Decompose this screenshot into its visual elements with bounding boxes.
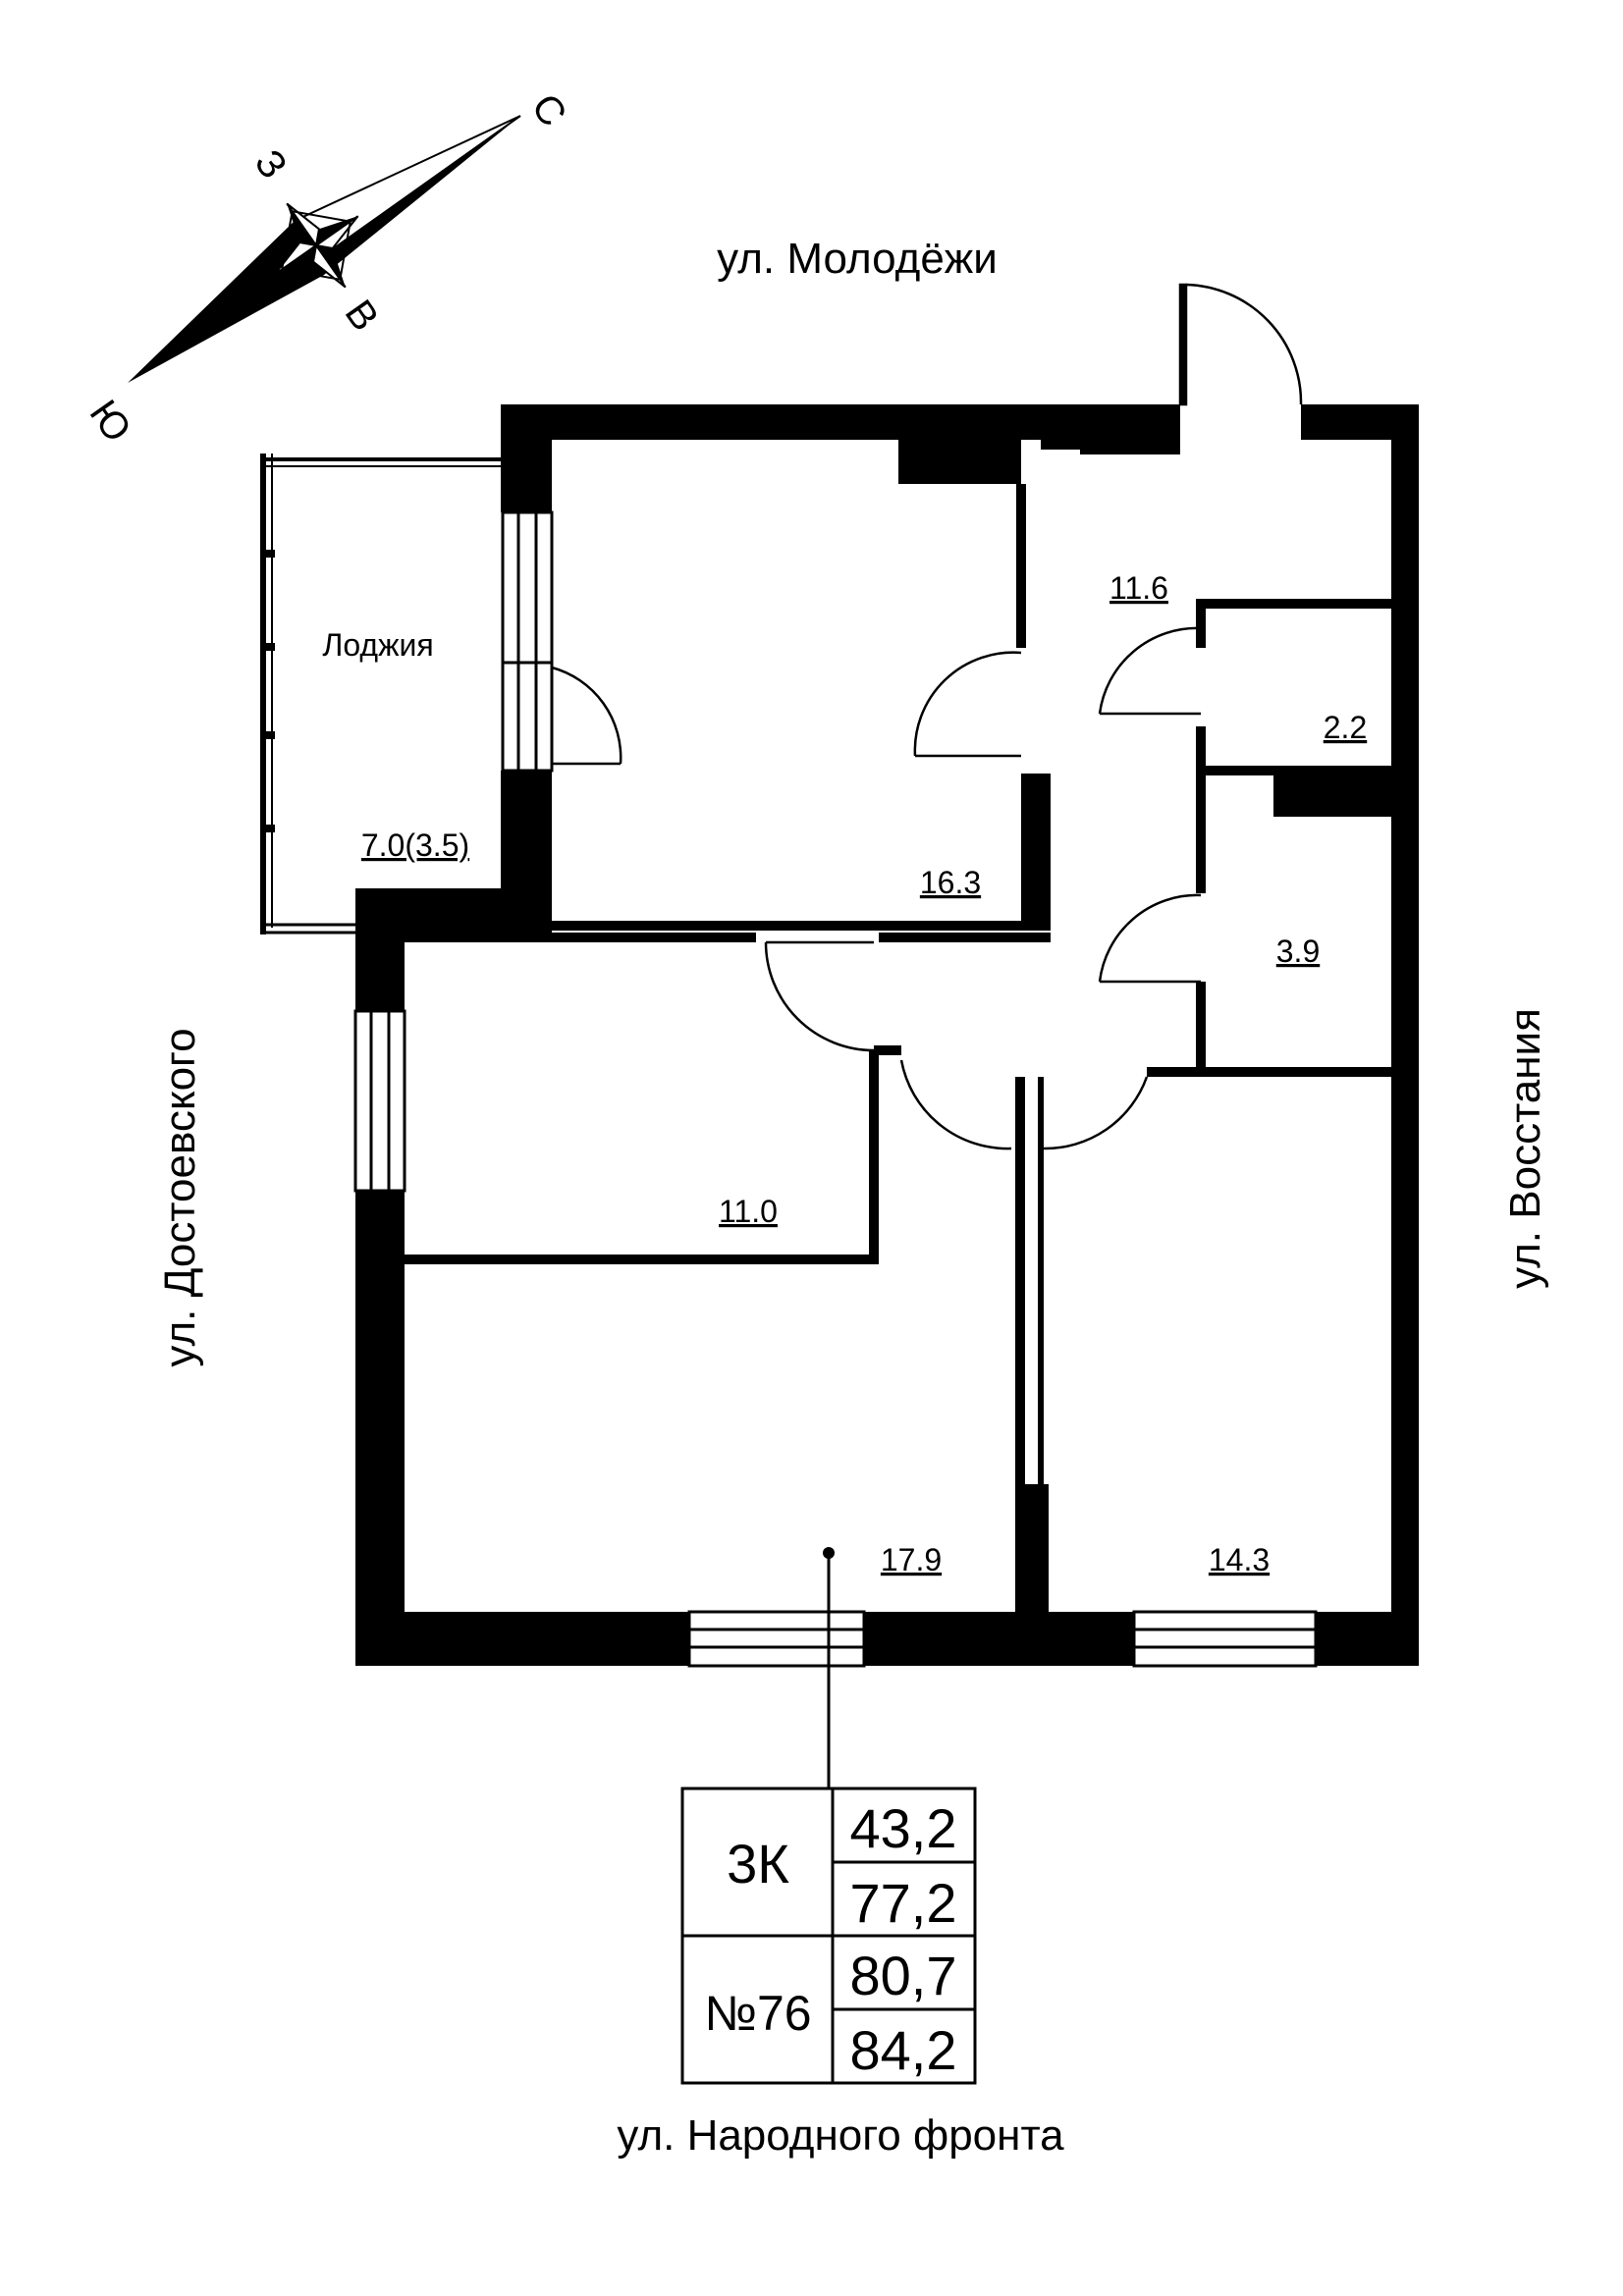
walls [355, 404, 1419, 1666]
inner-walls [405, 484, 1391, 1612]
loggia-area: 7.0(3.5) [361, 828, 469, 863]
area-bath: 2.2 [1324, 710, 1367, 745]
compass: С З В Ю [81, 86, 575, 450]
compass-star [273, 202, 359, 289]
area-wc: 3.9 [1276, 934, 1320, 969]
area-total: 77,2 [850, 1872, 957, 1934]
area-with-loggia: 84,2 [850, 2019, 957, 2081]
summary-table: 3К №76 43,2 77,2 80,7 84,2 [680, 1787, 977, 2085]
area-living: 17.9 [881, 1542, 942, 1577]
street-south: ул. Народного фронта [617, 2111, 1064, 2160]
area-hall: 11.6 [1109, 570, 1168, 606]
area-living-total: 43,2 [850, 1797, 957, 1859]
area-bedroom: 14.3 [1209, 1542, 1270, 1577]
compass-south: Ю [81, 393, 139, 450]
leader [823, 1547, 835, 1789]
compass-east: В [337, 293, 387, 339]
apartment-number: №76 [704, 1986, 811, 2041]
compass-west: З [246, 142, 296, 187]
street-west: ул. Достоевского [156, 1028, 204, 1366]
apartment-type: 3К [727, 1833, 789, 1895]
compass-north: С [523, 86, 575, 134]
room-labels: Лоджия 7.0(3.5) 16.3 11.6 2.2 3.9 11.0 1… [322, 570, 1367, 1577]
area-kitchen: 11.0 [719, 1194, 778, 1229]
windows [353, 510, 1318, 1668]
street-east: ул. Восстания [1501, 1008, 1549, 1289]
doors [550, 283, 1303, 1150]
street-north: ул. Молодёжи [717, 235, 998, 283]
area-room-top: 16.3 [920, 865, 981, 900]
area-with-loggia-coef: 80,7 [850, 1945, 957, 2006]
loggia [260, 454, 503, 934]
loggia-name: Лоджия [322, 627, 433, 663]
